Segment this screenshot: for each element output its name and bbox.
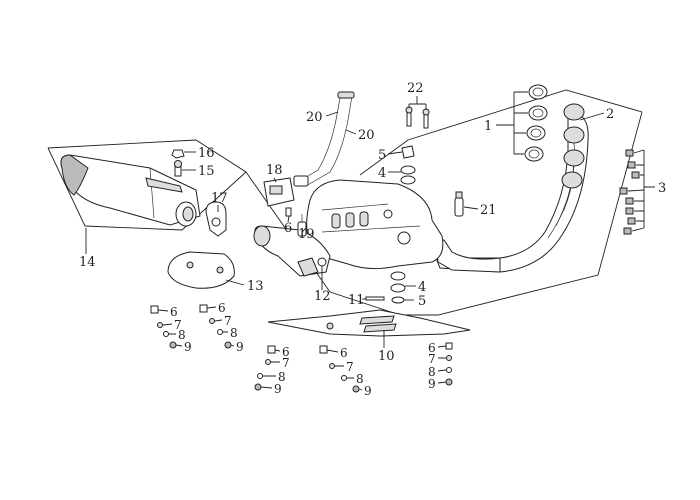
- hardware-cluster-e: [445, 342, 453, 386]
- callout-8-e: 8: [428, 365, 436, 379]
- heat-shield: [167, 251, 235, 289]
- callout-22: 22: [407, 81, 424, 96]
- callout-7-a: 7: [174, 318, 182, 332]
- callout-9-e: 9: [428, 377, 436, 391]
- callout-4-upper: 4: [378, 166, 386, 181]
- callout-4-lower: 4: [418, 280, 426, 295]
- callout-10: 10: [378, 349, 395, 364]
- callout-2: 2: [606, 107, 614, 122]
- callout-8-d: 8: [356, 372, 364, 386]
- link-pipe: [253, 225, 331, 277]
- callout-8-a: 8: [178, 328, 186, 342]
- assembly-outline: [47, 89, 643, 316]
- bolts-3: [619, 149, 640, 235]
- actuator-box: [263, 177, 295, 207]
- hardware-cluster-b: [199, 304, 232, 349]
- bolt-6-upper: [285, 207, 292, 217]
- callout-9-b: 9: [236, 340, 244, 354]
- hardware-cluster-d: [319, 345, 360, 393]
- callout-15: 15: [198, 164, 215, 179]
- header-pipes: [435, 103, 589, 273]
- callout-6-d: 6: [340, 346, 348, 360]
- callout-13: 13: [247, 279, 264, 294]
- callout-14: 14: [79, 255, 96, 270]
- gaskets: [524, 84, 548, 162]
- callout-20-upper: 20: [306, 110, 323, 125]
- callout-5-upper: 5: [378, 148, 386, 163]
- callout-6-a: 6: [170, 305, 178, 319]
- bolt-15-and-nut-16: [171, 149, 185, 177]
- callout-labels: 1 2 3 22 20 20 16 15 17 18 6 19 14 13 12…: [79, 81, 666, 398]
- callout-20-lower: 20: [358, 128, 375, 143]
- callout-7-e: 7: [428, 352, 436, 366]
- callout-7-d: 7: [346, 360, 354, 374]
- callout-6-upper: 6: [284, 221, 292, 236]
- mount-upper: [400, 145, 416, 185]
- leader-lines: [85, 91, 655, 391]
- callout-12: 12: [314, 289, 331, 304]
- sensor-cable: [293, 91, 355, 187]
- hardware-cluster-c: [254, 345, 276, 391]
- callout-7-c: 7: [282, 356, 290, 370]
- lower-cover: [267, 309, 471, 337]
- callout-9-c: 9: [274, 382, 282, 396]
- callout-8-c: 8: [278, 370, 286, 384]
- callout-3: 3: [658, 181, 666, 196]
- callout-7-b: 7: [224, 314, 232, 328]
- bolts-22: [405, 106, 430, 129]
- callout-6-b: 6: [218, 301, 226, 315]
- callout-8-b: 8: [230, 326, 238, 340]
- callout-16: 16: [198, 146, 215, 161]
- o2-sensor: [297, 214, 307, 237]
- hardware-cluster-a: [150, 305, 177, 349]
- callout-17: 17: [211, 191, 228, 206]
- callout-9-d: 9: [364, 384, 372, 398]
- callout-11: 11: [348, 293, 365, 308]
- callout-1: 1: [484, 119, 492, 134]
- callout-19: 19: [298, 227, 315, 242]
- callout-6-c: 6: [282, 345, 290, 359]
- callout-5-lower: 5: [418, 294, 426, 309]
- mount-lower: [390, 271, 406, 304]
- muffler-clamp: [205, 201, 227, 237]
- sensor-21: [454, 191, 464, 217]
- callout-21: 21: [480, 203, 497, 218]
- bolt-11: [365, 296, 385, 301]
- callout-6-e: 6: [428, 341, 436, 355]
- callout-9-a: 9: [184, 340, 192, 354]
- callout-18: 18: [266, 163, 283, 178]
- collector-body: [306, 179, 444, 270]
- muffler: [60, 154, 201, 227]
